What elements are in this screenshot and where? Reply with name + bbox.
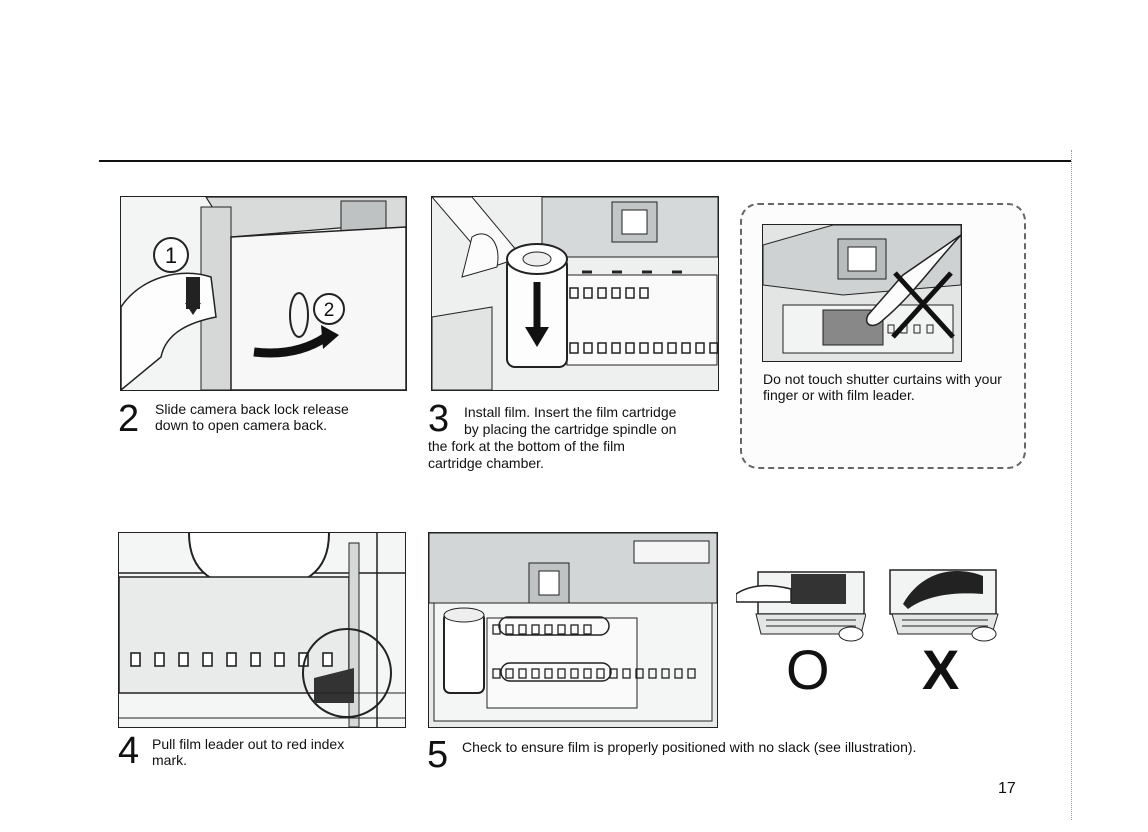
film-cartridge-insert-drawing xyxy=(432,197,718,390)
page-number: 17 xyxy=(998,780,1016,797)
incorrect-spool-drawing xyxy=(889,569,999,642)
warning-box: Do not touch shutter curtains with your … xyxy=(740,203,1026,469)
correct-spool-drawing xyxy=(735,571,867,642)
step5-caption: Check to ensure film is properly positio… xyxy=(462,739,917,755)
step3-caption-line4: cartridge chamber. xyxy=(428,455,544,471)
step4-number: 4 xyxy=(118,730,140,772)
correct-symbol: O xyxy=(786,638,830,701)
step2-number: 2 xyxy=(118,398,140,440)
step2-illustration: 1 2 xyxy=(120,196,407,391)
svg-text:1: 1 xyxy=(165,243,177,268)
step3-number: 3 xyxy=(428,398,450,440)
bad-spool-illustration xyxy=(888,564,1000,644)
step5-number: 5 xyxy=(427,734,449,776)
step4-caption: Pull film leader out to red index mark. xyxy=(152,736,345,768)
step3-caption-line3: the fork at the bottom of the film xyxy=(428,438,625,454)
step4-illustration xyxy=(118,532,406,728)
step5-illustration xyxy=(428,532,718,728)
page-edge xyxy=(1071,150,1072,820)
step3-caption-line1: Install film. Insert the film cartridge xyxy=(464,404,677,420)
marker-2: 2 xyxy=(313,293,345,325)
film-positioned-drawing xyxy=(429,533,717,727)
camera-back-release-drawing: 1 2 xyxy=(121,197,406,390)
incorrect-symbol: X xyxy=(922,638,960,701)
svg-text:2: 2 xyxy=(324,300,335,321)
shutter-curtain-warning-drawing xyxy=(763,225,961,361)
header-rule xyxy=(99,160,1071,162)
warning-text: Do not touch shutter curtains with your … xyxy=(763,371,1002,403)
film-leader-pull-drawing xyxy=(119,533,405,727)
good-spool-illustration xyxy=(735,564,867,644)
marker-1: 1 xyxy=(153,237,189,273)
step3-illustration xyxy=(431,196,719,391)
warning-illustration xyxy=(762,224,962,362)
step3-caption-line2: by placing the cartridge spindle on xyxy=(464,421,677,437)
step2-caption: Slide camera back lock release down to o… xyxy=(155,401,349,433)
